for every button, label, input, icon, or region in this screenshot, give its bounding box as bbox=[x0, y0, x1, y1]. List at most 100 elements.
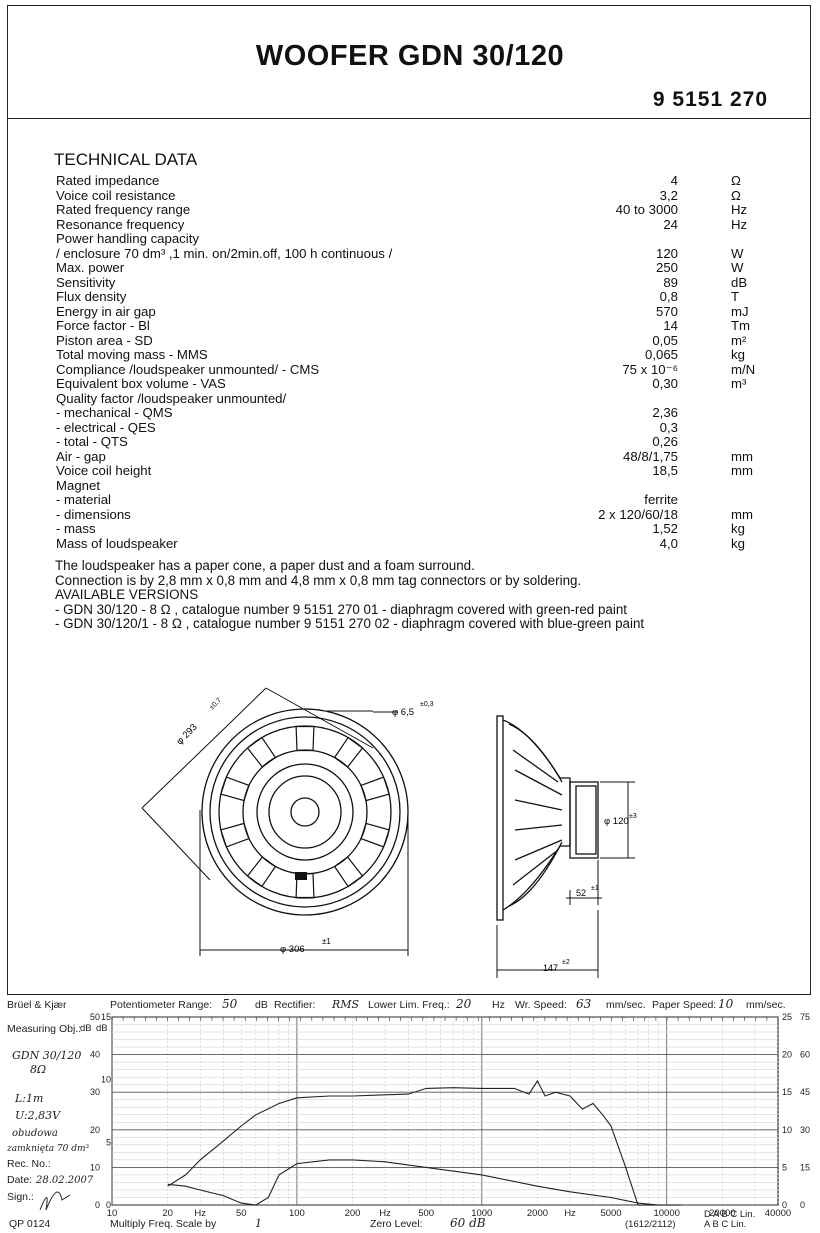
spec-label: Rated frequency range bbox=[56, 202, 191, 217]
front-rim-inner bbox=[209, 716, 401, 908]
series-response-line bbox=[167, 1079, 682, 1206]
basket-spoke bbox=[220, 822, 250, 848]
spec-label: - material bbox=[56, 492, 111, 507]
basket-spoke bbox=[220, 776, 250, 802]
header-divider bbox=[7, 118, 811, 119]
obj-name: GDN 30/120 bbox=[12, 1049, 81, 1062]
spec-unit: mJ bbox=[731, 303, 749, 319]
spec-label: Sensitivity bbox=[56, 274, 116, 290]
spec-label: Force factor - Bl bbox=[56, 318, 150, 333]
measuring-obj-label: Measuring Obj.: bbox=[7, 1023, 81, 1035]
x-unit-label: Hz bbox=[379, 1208, 391, 1219]
basket-spoke bbox=[246, 856, 277, 888]
spec-row: - material ferrite bbox=[56, 492, 776, 508]
description-line: The loudspeaker has a paper cone, a pape… bbox=[55, 558, 475, 573]
spec-label: Rated impedance bbox=[56, 173, 160, 188]
spec-value: 89 bbox=[663, 274, 678, 290]
measure-voltage: U:2,83V bbox=[15, 1109, 61, 1122]
dim-hole: φ 6,5 bbox=[392, 707, 414, 718]
spec-label: Total moving mass - MMS bbox=[56, 347, 208, 362]
paper-speed-label: Paper Speed: bbox=[652, 999, 716, 1011]
technical-data-heading: TECHNICAL DATA bbox=[54, 150, 198, 169]
front-surround bbox=[256, 763, 354, 861]
spec-value: 3,2 bbox=[659, 187, 678, 203]
spec-label: Voice coil resistance bbox=[56, 187, 176, 203]
lower-lim-value: 20 bbox=[455, 997, 472, 1011]
spec-unit: m² bbox=[731, 332, 747, 348]
y-tick-label-outer: 20 bbox=[90, 1125, 100, 1135]
spec-label: - total - QTS bbox=[56, 434, 128, 449]
spec-label: Piston area - SD bbox=[56, 332, 153, 348]
spec-label: Energy in air gap bbox=[56, 303, 156, 319]
spec-value: 18,5 bbox=[652, 463, 678, 478]
measure-distance: L:1m bbox=[14, 1092, 43, 1105]
spec-unit: Tm bbox=[731, 318, 751, 333]
front-spider bbox=[242, 749, 368, 875]
mm-sec-unit: mm/sec. bbox=[606, 999, 646, 1011]
spec-value: 40 to 3000 bbox=[615, 202, 678, 217]
x-tick-label: 500 bbox=[418, 1208, 434, 1219]
spec-row: / enclosure 70 dm³ ,1 min. on/2min.off, … bbox=[56, 245, 776, 262]
spec-label: Compliance /loudspeaker unmounted/ - CMS bbox=[56, 361, 320, 377]
spec-label: - mass bbox=[56, 521, 96, 536]
series-distortion-line bbox=[167, 1159, 667, 1206]
rectifier-label: Rectifier: bbox=[274, 999, 315, 1011]
signature-mark bbox=[39, 1191, 71, 1211]
wr-speed-value: 63 bbox=[576, 997, 592, 1011]
spec-unit: mm bbox=[731, 463, 753, 478]
front-outer-rim bbox=[201, 708, 409, 916]
spec-unit: kg bbox=[731, 521, 745, 536]
y-right-tick-label-outer: 0 bbox=[782, 1200, 787, 1210]
spec-unit: T bbox=[731, 289, 740, 304]
rec-no-label: Rec. No.: bbox=[7, 1158, 51, 1170]
x-tick-label: 2000 bbox=[527, 1208, 548, 1219]
spec-value: ferrite bbox=[644, 492, 678, 507]
potentiometer-label: Potentiometer Range: bbox=[110, 999, 212, 1011]
spec-value: 75 x 10⁻⁶ bbox=[622, 361, 678, 377]
y-right-tick-label-inner: 15 bbox=[800, 1162, 810, 1172]
front-dust-cap bbox=[290, 797, 320, 827]
spec-label: Resonance frequency bbox=[56, 216, 185, 232]
spec-unit: mm bbox=[731, 448, 753, 464]
spec-row: Magnet bbox=[56, 478, 776, 494]
dim-depth-magnet-tol: ±1 bbox=[591, 885, 599, 892]
zero-level-label: Zero Level: bbox=[370, 1218, 423, 1230]
y-right-tick-label-inner: 0 bbox=[800, 1200, 805, 1210]
y-right-tick-label-outer: 25 bbox=[782, 1012, 792, 1022]
spec-unit: W bbox=[731, 245, 744, 261]
spec-label: Power handling capacity bbox=[56, 231, 199, 246]
spec-value: 14 bbox=[663, 318, 678, 333]
form-code: QP 0124 bbox=[9, 1218, 50, 1230]
y-tick-label-outer: 10 bbox=[90, 1162, 100, 1172]
multiply-label: Multiply Freq. Scale by bbox=[110, 1218, 217, 1230]
terminal-block bbox=[295, 872, 307, 880]
spec-value: 570 bbox=[655, 303, 678, 319]
y-right-tick-label-outer: 20 bbox=[782, 1050, 792, 1060]
y-tick-label-outer: 0 bbox=[95, 1200, 100, 1210]
weighting-labels-bottom: A B C Lin. bbox=[704, 1219, 746, 1230]
left-db-unit-2: dB bbox=[96, 1023, 108, 1034]
y-right-tick-label-inner: 45 bbox=[800, 1087, 810, 1097]
spec-unit: kg bbox=[731, 347, 745, 362]
basket-spoke bbox=[360, 776, 390, 802]
spec-value: 2 x 120/60/18 bbox=[598, 506, 678, 522]
x-tick-label: 1000 bbox=[471, 1208, 492, 1219]
spec-value: 4,0 bbox=[659, 535, 678, 551]
datasheet-frame bbox=[7, 5, 811, 995]
rectifier-value: RMS bbox=[331, 998, 360, 1011]
side-view bbox=[496, 715, 599, 921]
spec-value: 0,3 bbox=[659, 419, 678, 435]
spec-label: Max. power bbox=[56, 260, 125, 275]
spec-unit: Ω bbox=[731, 173, 741, 188]
y-tick-label-outer: 30 bbox=[90, 1087, 100, 1097]
dim-depth-total: 147 bbox=[543, 963, 558, 973]
spec-row: Energy in air gap 570 mJ bbox=[56, 303, 776, 320]
wr-speed-label: Wr. Speed: bbox=[515, 999, 567, 1011]
x-tick-label: 10000 bbox=[653, 1208, 679, 1219]
